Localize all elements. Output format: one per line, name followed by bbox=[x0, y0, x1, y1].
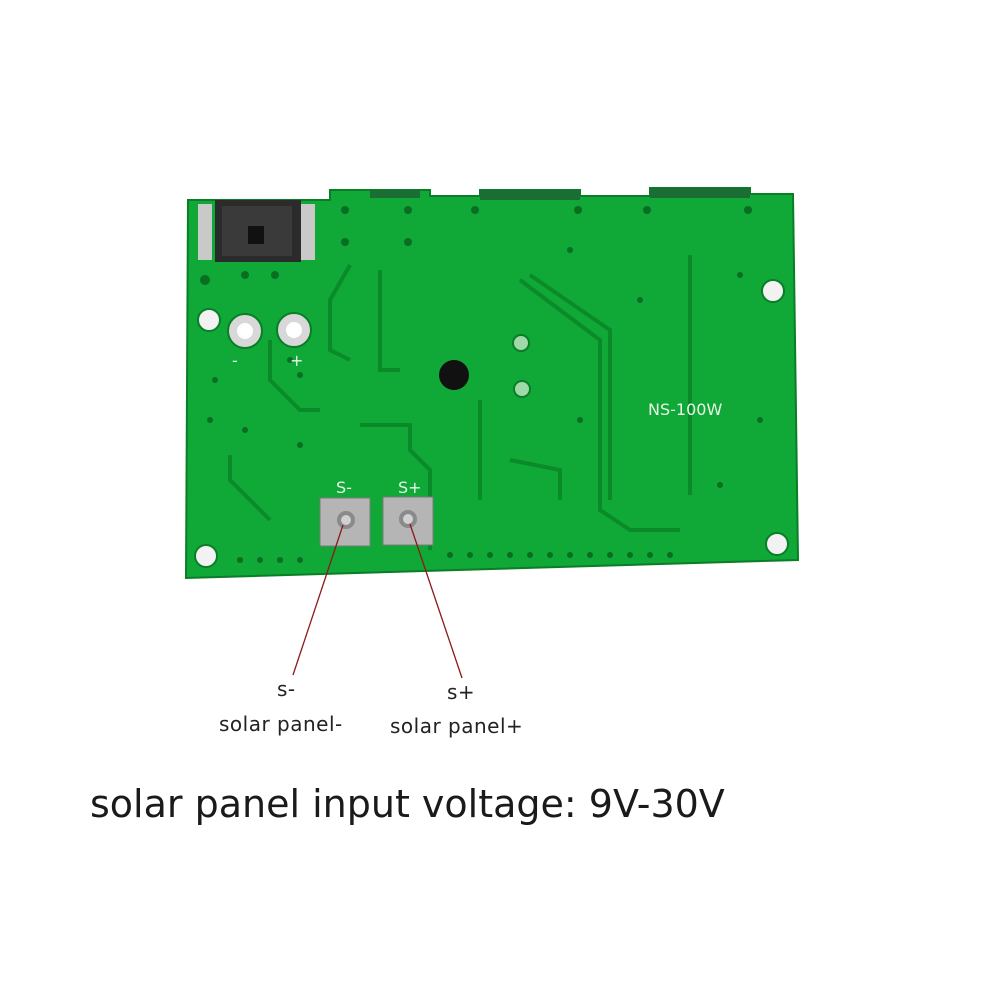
vias bbox=[200, 206, 763, 488]
dc-jack bbox=[198, 200, 315, 262]
leader-line-minus bbox=[292, 524, 344, 676]
polarity-plus-silk: + bbox=[290, 351, 303, 370]
pcb-traces bbox=[228, 255, 692, 550]
mounting-holes bbox=[194, 279, 789, 568]
output-terminals bbox=[227, 312, 312, 349]
leader-line-plus bbox=[409, 523, 463, 679]
model-silkscreen: NS-100W bbox=[648, 400, 722, 419]
solar-pads bbox=[319, 496, 434, 547]
solar-panel-minus-label: solar panel- bbox=[219, 712, 343, 736]
input-voltage-caption: solar panel input voltage: 9V-30V bbox=[90, 782, 725, 826]
s-plus-label: s+ bbox=[447, 680, 476, 704]
pad-plus-silk: S+ bbox=[398, 478, 422, 497]
solar-panel-plus-label: solar panel+ bbox=[390, 714, 524, 738]
top-ports bbox=[370, 188, 750, 200]
center-hole bbox=[439, 360, 469, 390]
polarity-minus-silk: - bbox=[232, 351, 238, 370]
via-pad bbox=[512, 334, 530, 352]
via-pad bbox=[513, 380, 531, 398]
s-minus-label: s- bbox=[277, 677, 296, 701]
pad-minus-silk: S- bbox=[336, 478, 352, 497]
bottom-via-row bbox=[237, 552, 673, 563]
